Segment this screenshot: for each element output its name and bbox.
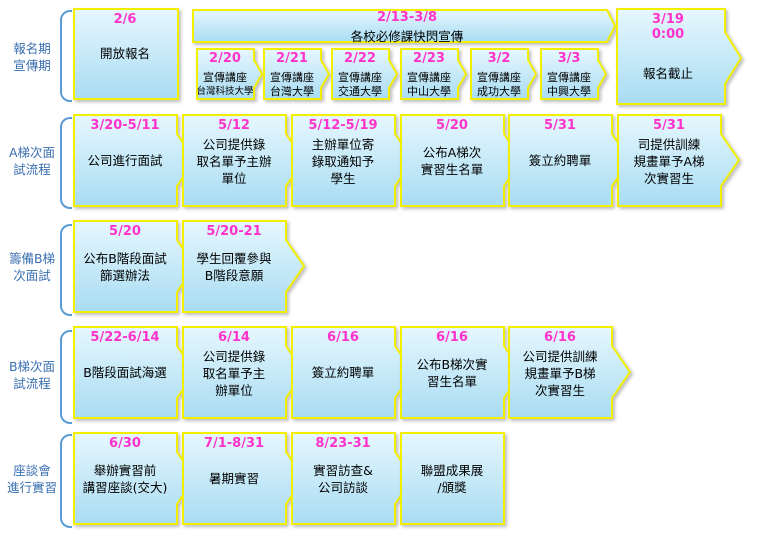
step-date: 5/31 [544,118,576,133]
step-date: 5/20 [436,118,468,133]
step-text: 學生回覆參與 B階段意願 [196,251,272,283]
talk-date: 2/22 [344,51,376,66]
section-brace-5 [60,434,72,528]
b-flow-step-5: 6/16 公司提供訓練 規畫單予B梯 次實習生 [508,326,632,420]
section-label-1: 報名期 宣傳期 [13,41,51,73]
talk-school: 成功大學 [477,85,521,98]
talk-date: 2/23 [413,51,445,66]
talk-title: 宣傳講座 [203,71,247,84]
talk-4: 2/23 宣傳講座中山大學 [400,48,468,100]
step-date: 6/16 [544,330,576,345]
section-brace-3 [60,224,72,316]
b-prep-step-1: 5/20 公布B階段面試 篩選辦法 [73,220,197,314]
banner-date: 2/13-3/8 [376,10,438,25]
step-date: 5/12-5/19 [308,118,378,133]
talk-title: 宣傳講座 [407,71,451,84]
a-flow-step-5: 5/31 簽立約聘單 [508,114,632,208]
banner-text: 各校必修課快閃宣傳 [350,29,464,44]
b-flow-step-4: 6/16 公布B梯次實 習生名單 [400,326,524,420]
step-date: 2/6 [113,12,137,27]
step-text: 聯盟成果展 /頒獎 [420,463,484,495]
a-flow-step-4: 5/20 公布A梯次 實習生名單 [400,114,524,208]
talk-title: 宣傳講座 [547,71,591,84]
step-text: 暑期實習 [208,471,259,486]
step-text: 司提供訓練 規畫單予A梯 次實習生 [633,137,705,186]
step-date: 8/23-31 [315,436,371,451]
step-text: 公司提供錄 取名單予主辦 單位 [196,137,272,186]
talk-date: 2/21 [276,51,308,66]
talk-date: 2/20 [209,51,241,66]
step-registration-close: 3/19 0:00 報名截止 [616,8,746,105]
step-text: 舉辦實習前 講習座談(交大) [82,463,168,495]
section-brace-4 [60,330,72,424]
talk-school: 交通大學 [338,85,382,98]
step-date: 6/14 [218,330,250,345]
b-flow-step-3: 6/16 簽立約聘單 [291,326,415,420]
a-flow-step-1: 3/20-5/11 公司進行面試 [73,114,197,208]
section-brace-2 [60,117,72,209]
step-date: 6/16 [436,330,468,345]
internship-step-3: 8/23-31 實習訪查& 公司訪談 [291,432,415,526]
step-text: 公布B梯次實 習生名單 [416,357,488,389]
talk-school: 台灣大學 [270,85,314,98]
step-date: 3/19 0:00 [651,12,685,42]
internship-step-2: 7/1-8/31 暑期實習 [182,432,306,526]
talk-school: 台灣科技大學 [196,86,254,97]
talk-title: 宣傳講座 [270,71,314,84]
talk-school: 中興大學 [547,85,591,98]
a-flow-step-6: 5/31 司提供訓練 規畫單予A梯 次實習生 [617,114,741,208]
section-label-3: 籌備B梯 次面試 [8,251,56,283]
section-label-2: A梯次面 試流程 [8,145,56,177]
step-date: 6/16 [327,330,359,345]
section-label-5: 座談會 進行實習 [6,463,57,495]
talk-school: 中山大學 [407,85,451,98]
section-brace-1 [60,10,72,102]
talk-6: 3/3 宣傳講座中興大學 [540,48,608,100]
b-prep-step-2: 5/20-21 學生回覆參與 B階段意願 [182,220,306,314]
talk-date: 3/3 [557,51,581,66]
step-open-registration: 2/6 開放報名 [73,8,188,102]
talk-title: 宣傳講座 [338,71,382,84]
talk-date: 3/2 [487,51,511,66]
a-flow-step-2: 5/12 公司提供錄 取名單予主辦 單位 [182,114,306,208]
step-text: 公司提供錄 取名單予主 辦單位 [202,349,266,398]
talk-5: 3/2 宣傳講座成功大學 [470,48,538,100]
step-date: 5/22-6/14 [90,330,160,345]
a-flow-step-3: 5/12-5/19 主辦單位寄 錄取通知予 學生 [291,114,415,208]
b-flow-step-2: 6/14 公司提供錄 取名單予主 辦單位 [182,326,306,420]
step-date: 3/20-5/11 [90,118,160,133]
step-text: 簽立約聘單 [311,365,375,380]
step-text: 簽立約聘單 [528,153,592,168]
step-text: 開放報名 [99,46,150,61]
step-date: 6/30 [109,436,141,451]
talk-title: 宣傳講座 [477,71,521,84]
step-text: 公司提供訓練 規畫單予B梯 次實習生 [522,349,598,398]
step-text: 公布B階段面試 篩選辦法 [83,251,167,283]
step-date: 5/20-21 [206,224,262,239]
step-text: 報名截止 [642,66,693,81]
step-text: 公布A梯次 實習生名單 [420,145,484,177]
step-text: 實習訪查& 公司訪談 [313,463,373,495]
step-date: 5/12 [218,118,250,133]
internship-step-1: 6/30 舉辦實習前 講習座談(交大) [73,432,197,526]
step-text: B階段面試海選 [83,365,167,380]
step-date: 7/1-8/31 [203,436,265,451]
banner-promo: 2/13-3/8 各校必修課快閃宣傳 [192,9,622,44]
talk-2: 2/21 宣傳講座台灣大學 [263,48,331,100]
step-text: 公司進行面試 [87,153,163,168]
internship-step-4: 聯盟成果展 /頒獎 [400,432,522,526]
talk-3: 2/22 宣傳講座交通大學 [331,48,399,100]
step-date: 5/20 [109,224,141,239]
talk-1: 2/20 宣傳講座台灣科技大學 [196,48,264,100]
step-date: 5/31 [653,118,685,133]
step-text: 主辦單位寄 錄取通知予 學生 [311,137,375,186]
section-label-4: B梯次面 試流程 [8,359,56,391]
